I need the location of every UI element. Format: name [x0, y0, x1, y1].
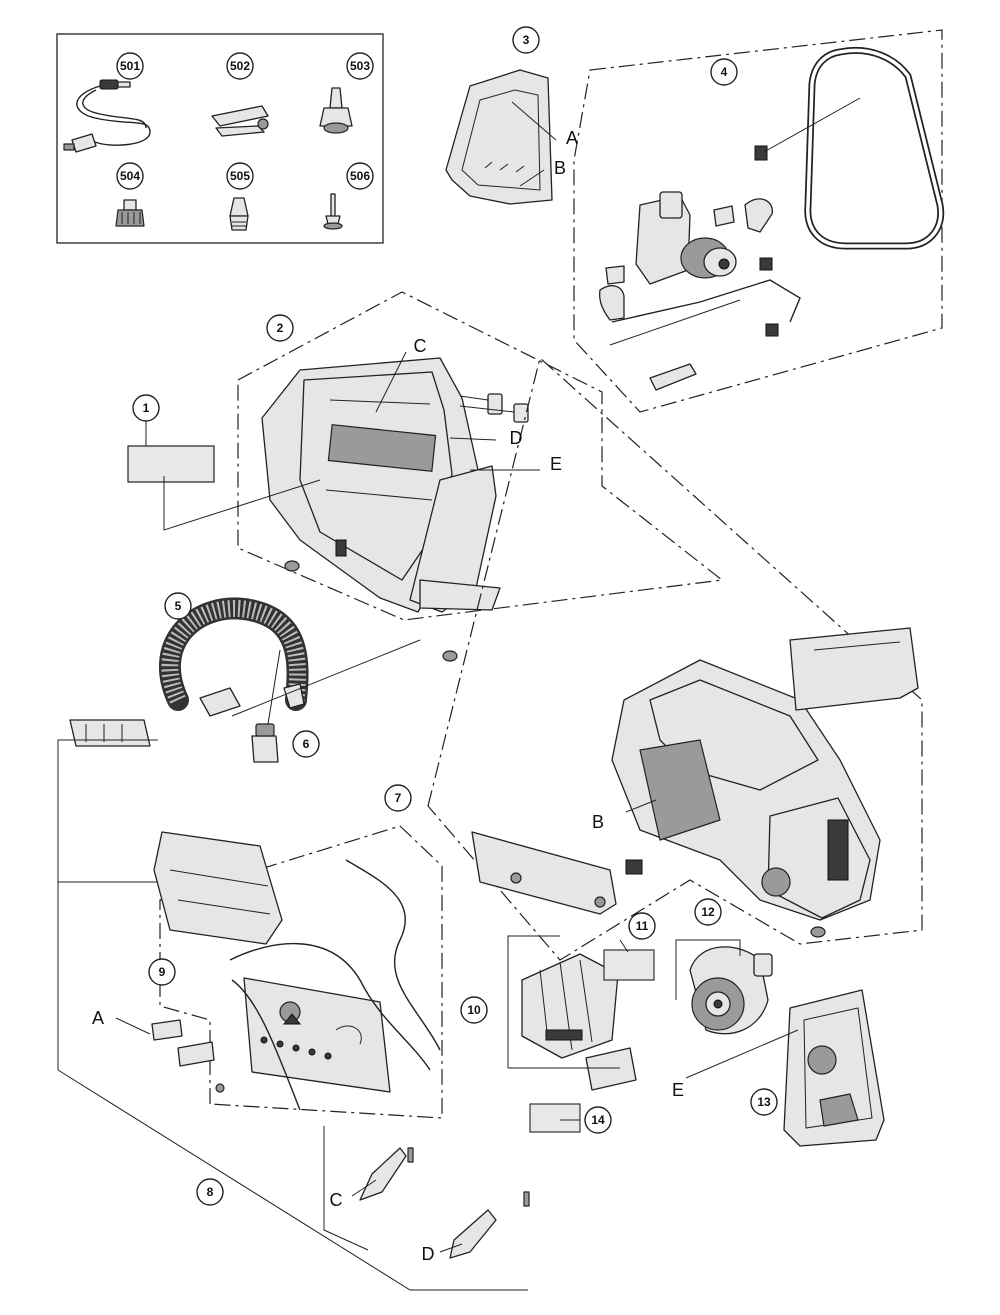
svg-text:8: 8: [207, 1185, 214, 1199]
callout-5: 5: [164, 592, 192, 620]
connector-part: [251, 723, 279, 763]
svg-text:4: 4: [721, 65, 728, 79]
letter-a-top: A: [566, 128, 578, 148]
svg-text:10: 10: [467, 1003, 481, 1017]
callout-506: 506: [346, 162, 374, 190]
svg-text:11: 11: [636, 919, 649, 933]
svg-text:6: 6: [303, 737, 310, 751]
callout-4: 4: [710, 58, 738, 86]
callout-14: 14: [584, 1106, 612, 1134]
letter-c-bottom: C: [330, 1190, 343, 1210]
adapter-part: [319, 87, 353, 134]
svg-text:503: 503: [350, 59, 370, 73]
callout-12: 12: [694, 898, 722, 926]
needle-part: [323, 193, 343, 230]
control-panel-box: [159, 825, 443, 1119]
svg-text:3: 3: [523, 33, 530, 47]
switch-cover-part: [69, 719, 151, 747]
callout-3: 3: [512, 26, 540, 54]
callout-13: 13: [750, 1088, 778, 1116]
clip-part: [211, 105, 269, 137]
lever-c-part: [359, 1147, 414, 1201]
svg-text:13: 13: [757, 1095, 771, 1109]
side-panel-part: [471, 831, 617, 915]
callout-7: 7: [384, 784, 412, 812]
svg-text:7: 7: [395, 791, 402, 805]
svg-text:506: 506: [350, 169, 370, 183]
compressor-motor-part: [598, 97, 861, 391]
svg-text:505: 505: [230, 169, 250, 183]
callout-1: 1: [132, 394, 160, 422]
letter-d-bottom: D: [422, 1244, 435, 1264]
top-cover-part: [445, 69, 553, 205]
control-panel-part: [243, 977, 391, 1093]
label-part: [127, 445, 215, 483]
accessories-box: [56, 33, 384, 244]
hose-part: [158, 597, 309, 717]
control-bracket-part: [153, 831, 283, 945]
svg-text:14: 14: [591, 1113, 605, 1127]
knurled-nut-part: [115, 199, 145, 227]
rear-housing-part: [611, 627, 919, 938]
letter-c-top: C: [414, 336, 427, 356]
svg-text:1: 1: [143, 401, 150, 415]
motor-assembly-box: [573, 29, 943, 413]
nozzle-part: [229, 197, 249, 231]
callout-10: 10: [460, 996, 488, 1024]
svg-text:504: 504: [120, 169, 140, 183]
callout-502: 502: [226, 52, 254, 80]
letter-e-right: E: [672, 1080, 684, 1100]
letter-e-top: E: [550, 454, 562, 474]
callout-9: 9: [148, 958, 176, 986]
svg-text:5: 5: [175, 599, 182, 613]
svg-text:501: 501: [120, 59, 140, 73]
handle-frame-part: [804, 47, 945, 250]
front-housing-part: [261, 357, 529, 662]
svg-text:2: 2: [277, 321, 284, 335]
callout-503: 503: [346, 52, 374, 80]
battery-holder-part: [521, 953, 637, 1091]
callout-501: 501: [116, 52, 144, 80]
callout-505: 505: [226, 162, 254, 190]
label-14-part: [529, 1103, 581, 1133]
bracket-a-part: [151, 1019, 225, 1093]
callout-2: 2: [266, 314, 294, 342]
letter-a-left: A: [92, 1008, 104, 1028]
power-cord-part: [63, 79, 151, 153]
svg-text:12: 12: [701, 905, 715, 919]
fan-cover-part: [783, 989, 885, 1147]
letter-d-top: D: [510, 428, 523, 448]
callout-6: 6: [292, 730, 320, 758]
rear-housing-box: [427, 356, 923, 961]
fan-motor-part: [689, 946, 773, 1035]
callout-11: 11: [628, 912, 656, 940]
wire-harness-part: [229, 859, 441, 1111]
callout-8: 8: [196, 1178, 224, 1206]
letter-b-top: B: [554, 158, 566, 178]
letter-b-mid: B: [592, 812, 604, 832]
lever-d-part: [449, 1191, 530, 1259]
label-11-part: [603, 949, 655, 981]
svg-text:9: 9: [159, 965, 166, 979]
svg-text:502: 502: [230, 59, 250, 73]
callout-504: 504: [116, 162, 144, 190]
